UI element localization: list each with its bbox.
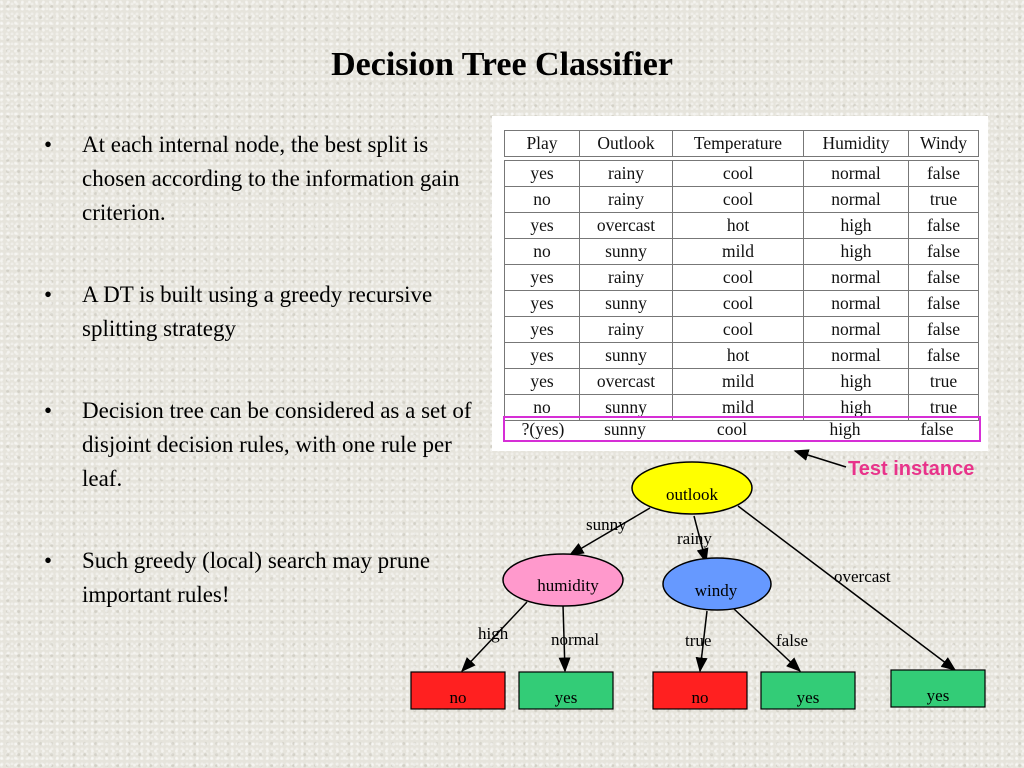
- table-cell: normal: [803, 264, 909, 291]
- table-cell: no: [504, 238, 580, 265]
- edge-false: [732, 607, 802, 673]
- table-cell: sunny: [579, 342, 673, 369]
- edge-high: [460, 601, 528, 673]
- table-cell: normal: [803, 186, 909, 213]
- test-instance-row: ?(yes) sunny cool high false: [503, 416, 981, 442]
- table-cell: yes: [504, 160, 580, 187]
- edge-label-overcast: overcast: [834, 567, 891, 586]
- table-cell: rainy: [579, 316, 673, 343]
- table-cell: yes: [504, 316, 580, 343]
- leaf-label: no: [692, 688, 709, 707]
- slide-title: Decision Tree Classifier: [331, 46, 673, 83]
- bullet-item: At each internal node, the best split is…: [40, 128, 490, 230]
- table-cell: mild: [672, 368, 804, 395]
- leaf-yes-2: yes: [760, 671, 856, 710]
- node-label: humidity: [537, 576, 599, 595]
- table-cell: false: [908, 342, 979, 369]
- leaf-label: yes: [927, 686, 950, 705]
- edge-sunny: [568, 507, 651, 556]
- test-cell: sunny: [604, 418, 646, 439]
- leaf-yes-3: yes: [890, 669, 986, 708]
- table-cell: sunny: [579, 290, 673, 317]
- test-cell: high: [829, 418, 861, 439]
- table-cell: yes: [504, 264, 580, 291]
- table-cell: false: [908, 160, 979, 187]
- table-cell: normal: [803, 342, 909, 369]
- leaf-label: yes: [797, 688, 820, 707]
- table-cell: cool: [672, 290, 804, 317]
- test-cell: cool: [716, 418, 748, 439]
- training-data-table: Play Outlook Temperature Humidity Windy …: [504, 130, 979, 421]
- table-cell: yes: [504, 368, 580, 395]
- table-cell: overcast: [579, 368, 673, 395]
- column-header: Windy: [908, 130, 979, 157]
- table-cell: yes: [504, 290, 580, 317]
- table-cell: true: [908, 368, 979, 395]
- edge-label-false: false: [776, 631, 808, 650]
- table-cell: false: [908, 316, 979, 343]
- table-header-row: Play Outlook Temperature Humidity Windy: [504, 130, 979, 157]
- test-instance-label: Test instance: [848, 458, 975, 480]
- leaf-label: no: [450, 688, 467, 707]
- bullet-item: Such greedy (local) search may prune imp…: [40, 544, 490, 612]
- table-cell: normal: [803, 160, 909, 187]
- edge-label-normal: normal: [551, 630, 599, 649]
- table-cell: yes: [504, 342, 580, 369]
- table-cell: overcast: [579, 212, 673, 239]
- bullet-list: At each internal node, the best split is…: [40, 128, 490, 660]
- edge-rainy: [693, 515, 709, 564]
- node-label: outlook: [666, 485, 718, 504]
- table-cell: rainy: [579, 186, 673, 213]
- table-cell: cool: [672, 186, 804, 213]
- node-humidity: humidity: [502, 553, 624, 607]
- column-header: Temperature: [672, 130, 804, 157]
- table-cell: cool: [672, 160, 804, 187]
- bullet-item: A DT is built using a greedy recursive s…: [40, 278, 490, 346]
- leaf-yes-1: yes: [518, 671, 614, 710]
- leaf-no-1: no: [410, 671, 506, 710]
- edge-label-high: high: [478, 624, 509, 643]
- node-outlook: outlook: [631, 461, 753, 515]
- edge-true: [695, 610, 708, 673]
- bullet-item: Decision tree can be considered as a set…: [40, 394, 490, 496]
- node-windy: windy: [662, 557, 772, 611]
- edge-normal: [558, 604, 571, 673]
- table-cell: high: [803, 238, 909, 265]
- test-cell: false: [920, 418, 954, 439]
- edge-label-rainy: rainy: [677, 529, 712, 548]
- node-label: windy: [695, 581, 738, 600]
- edge-overcast: [737, 505, 957, 671]
- column-header: Outlook: [579, 130, 673, 157]
- leaf-label: yes: [555, 688, 578, 707]
- leaf-no-2: no: [652, 671, 748, 710]
- test-instance-arrow: [793, 449, 847, 468]
- edge-label-sunny: sunny: [586, 515, 627, 534]
- training-data-table-panel: Play Outlook Temperature Humidity Windy …: [492, 116, 988, 451]
- table-cell: normal: [803, 290, 909, 317]
- edge-label-true: true: [685, 631, 711, 650]
- test-cell: ?(yes): [521, 418, 565, 439]
- table-cell: cool: [672, 264, 804, 291]
- table-cell: rainy: [579, 160, 673, 187]
